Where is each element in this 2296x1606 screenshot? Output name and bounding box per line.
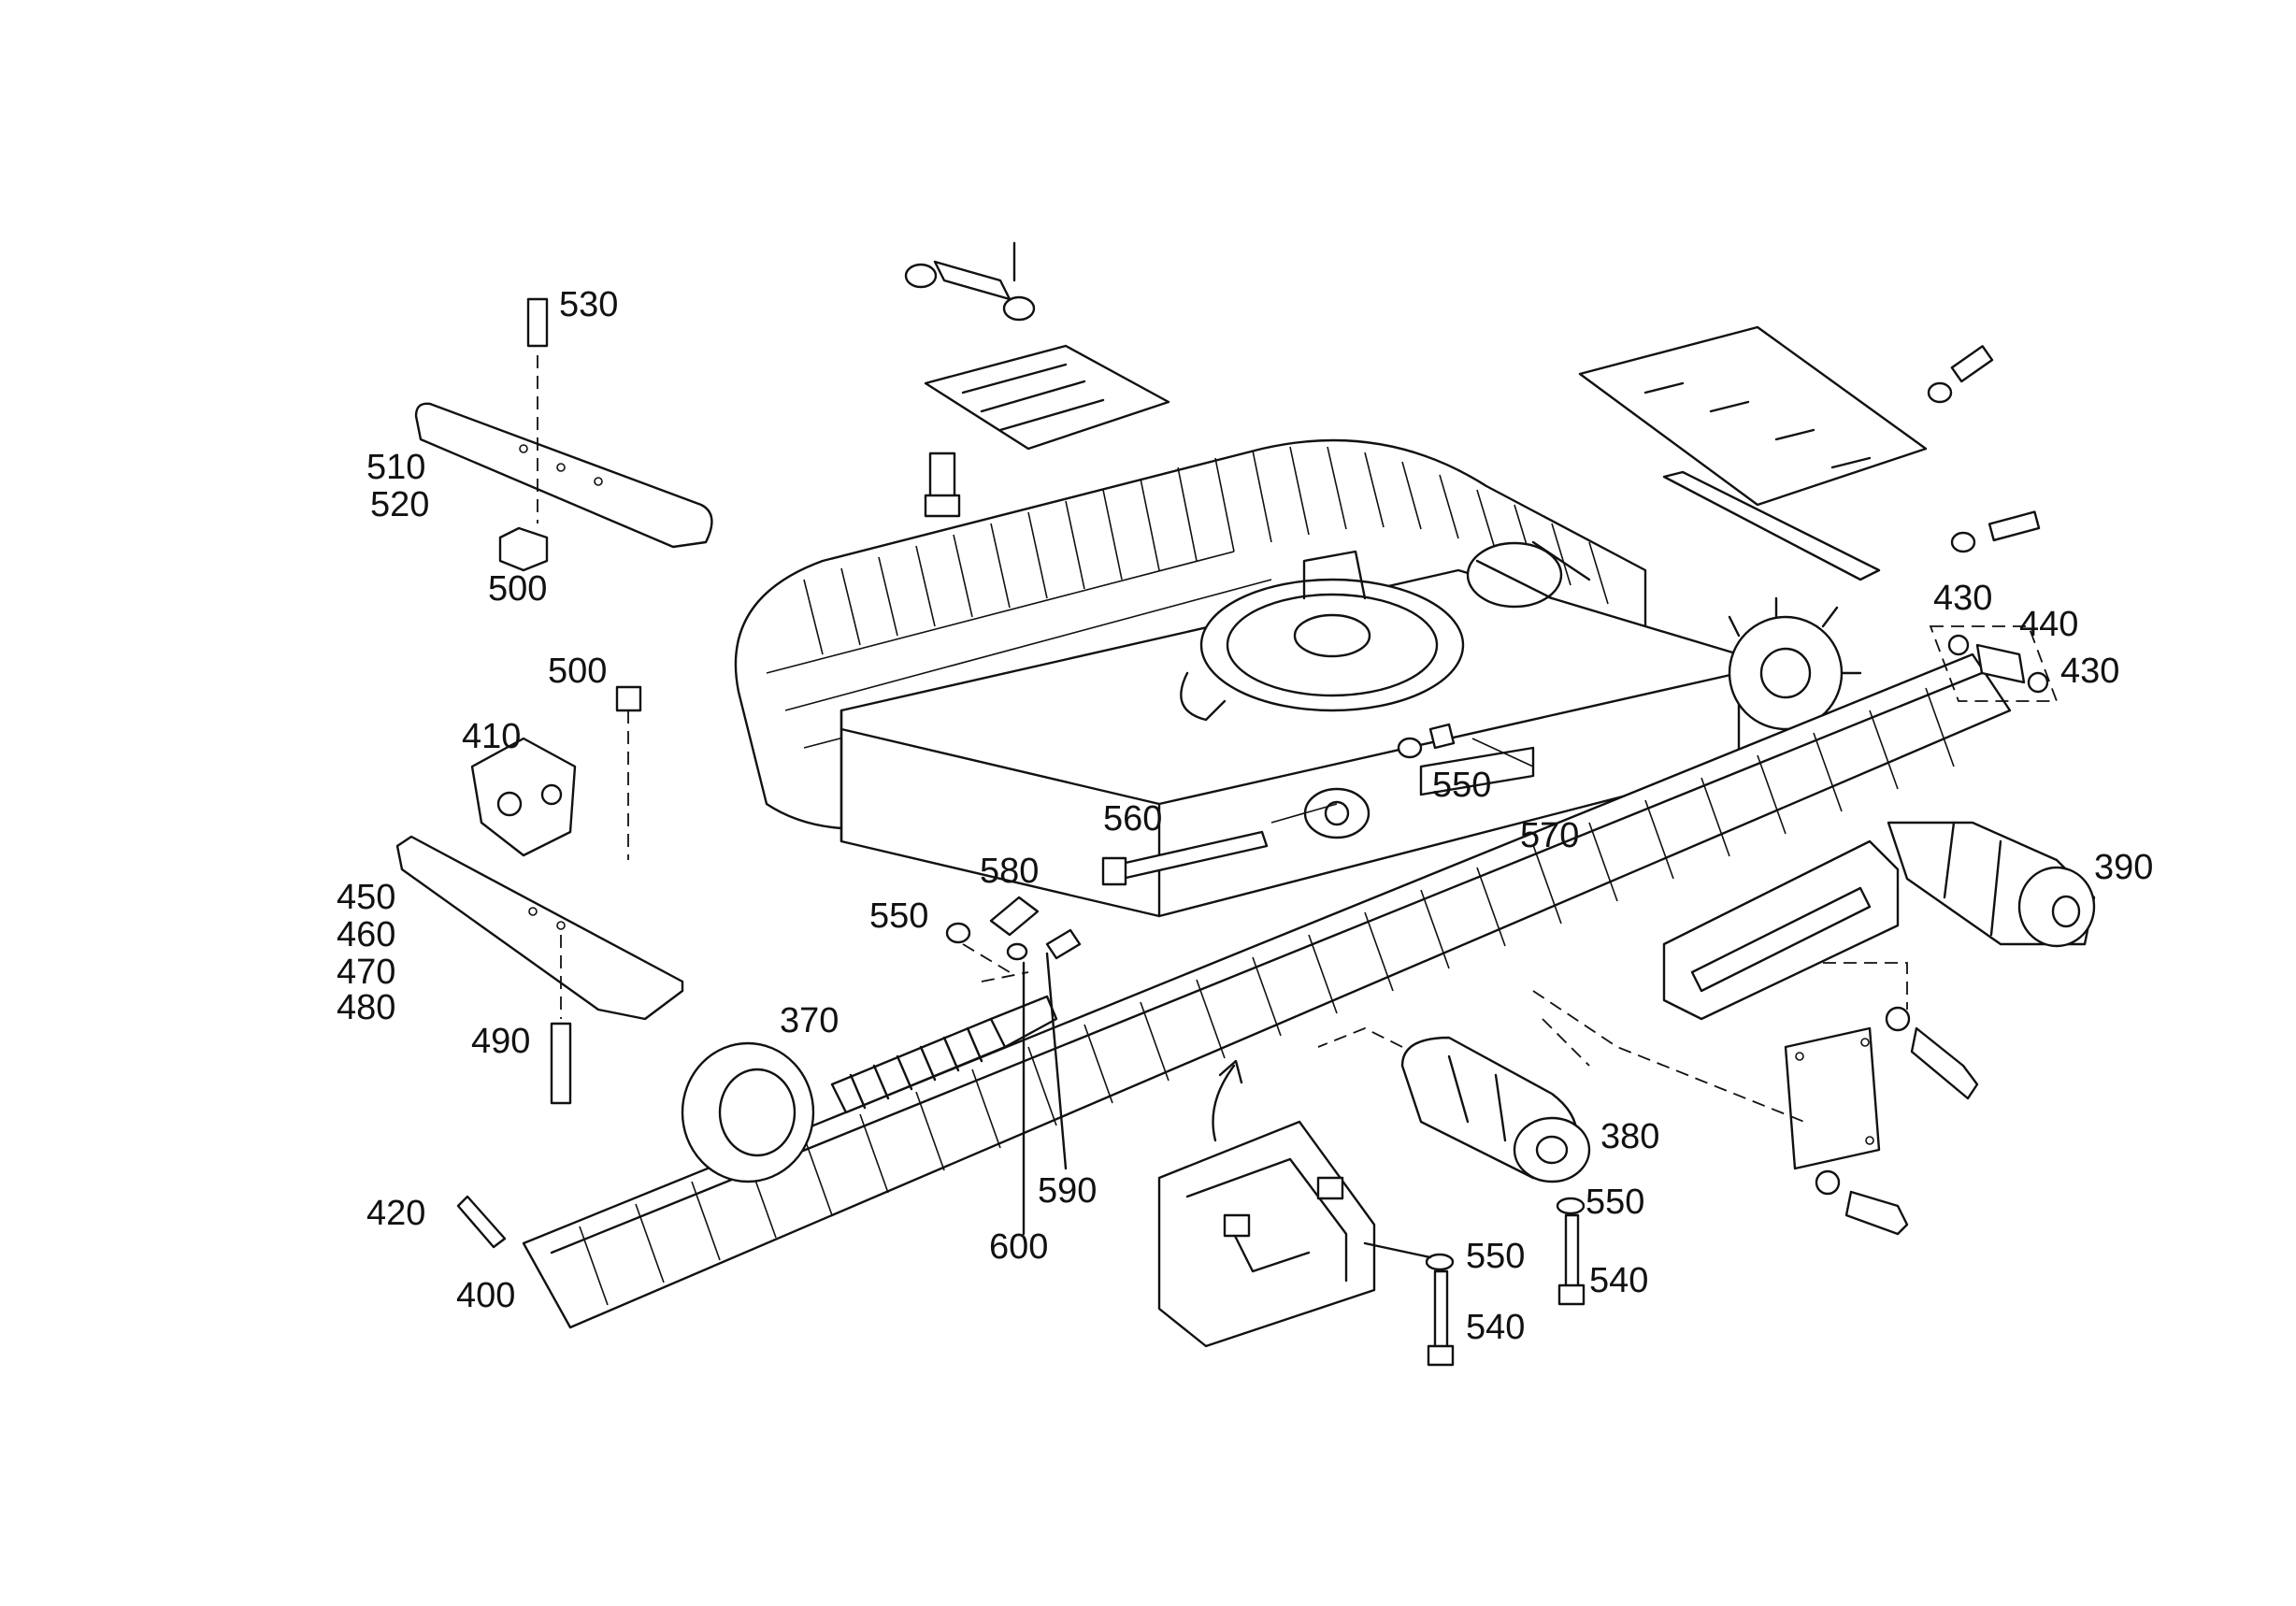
- callout-390: 390: [2094, 848, 2153, 887]
- upper-track-treads: [803, 446, 1609, 655]
- pin-420: [456, 1195, 507, 1249]
- callout-labels: 530 510 520 500 500 410 450 460 470 480 …: [337, 285, 2153, 1347]
- callout-440: 440: [2019, 605, 2078, 644]
- top-center-plate-assembly: [904, 241, 1170, 518]
- callout-450: 450: [337, 878, 395, 917]
- callout-470: 470: [337, 953, 395, 992]
- callout-490: 490: [471, 1022, 530, 1061]
- leader-lines: [962, 738, 1908, 1259]
- callout-550-left: 550: [869, 896, 928, 936]
- top-right-cover: [1578, 325, 2041, 581]
- track-shoe-510-520: [414, 297, 713, 572]
- hardware-bolts: [945, 723, 1979, 1367]
- callout-460: 460: [337, 915, 395, 954]
- callout-510: 510: [366, 448, 425, 487]
- callout-580: 580: [980, 852, 1039, 891]
- callout-560: 560: [1103, 799, 1162, 839]
- callout-550-right: 550: [1586, 1183, 1644, 1222]
- callout-550-upper: 550: [1432, 766, 1491, 805]
- callout-530: 530: [559, 285, 618, 324]
- callout-540-right: 540: [1589, 1261, 1648, 1300]
- callout-420: 420: [366, 1194, 425, 1233]
- callout-430-left: 430: [1933, 579, 1992, 618]
- callout-400: 400: [456, 1276, 515, 1315]
- callout-500-upper: 500: [488, 569, 547, 609]
- callout-370: 370: [780, 1001, 839, 1040]
- callout-550-bottom: 550: [1466, 1237, 1525, 1276]
- carrier-roller-390: [1887, 821, 2096, 948]
- callout-570: 570: [1520, 816, 1579, 855]
- callout-540-bottom: 540: [1466, 1308, 1525, 1347]
- cover-plate: [1784, 1026, 1881, 1170]
- track-roller-380: [1400, 1036, 1591, 1183]
- track-link-plate-450-480: [395, 685, 684, 1105]
- callout-430-right: 430: [2060, 652, 2119, 691]
- recoil-spring: [830, 995, 1058, 1114]
- callout-590: 590: [1038, 1171, 1097, 1211]
- callout-520: 520: [370, 485, 429, 524]
- callout-600: 600: [989, 1227, 1048, 1267]
- callout-500-lower: 500: [548, 652, 607, 691]
- callout-480: 480: [337, 988, 395, 1027]
- lower-track-treads: [579, 687, 1955, 1306]
- callout-410: 410: [462, 717, 521, 756]
- spacer-group: [1929, 625, 2059, 702]
- callout-380: 380: [1600, 1117, 1659, 1156]
- track-guard-plate: [1662, 839, 1900, 1021]
- track-frame-assembly: [522, 438, 2012, 1348]
